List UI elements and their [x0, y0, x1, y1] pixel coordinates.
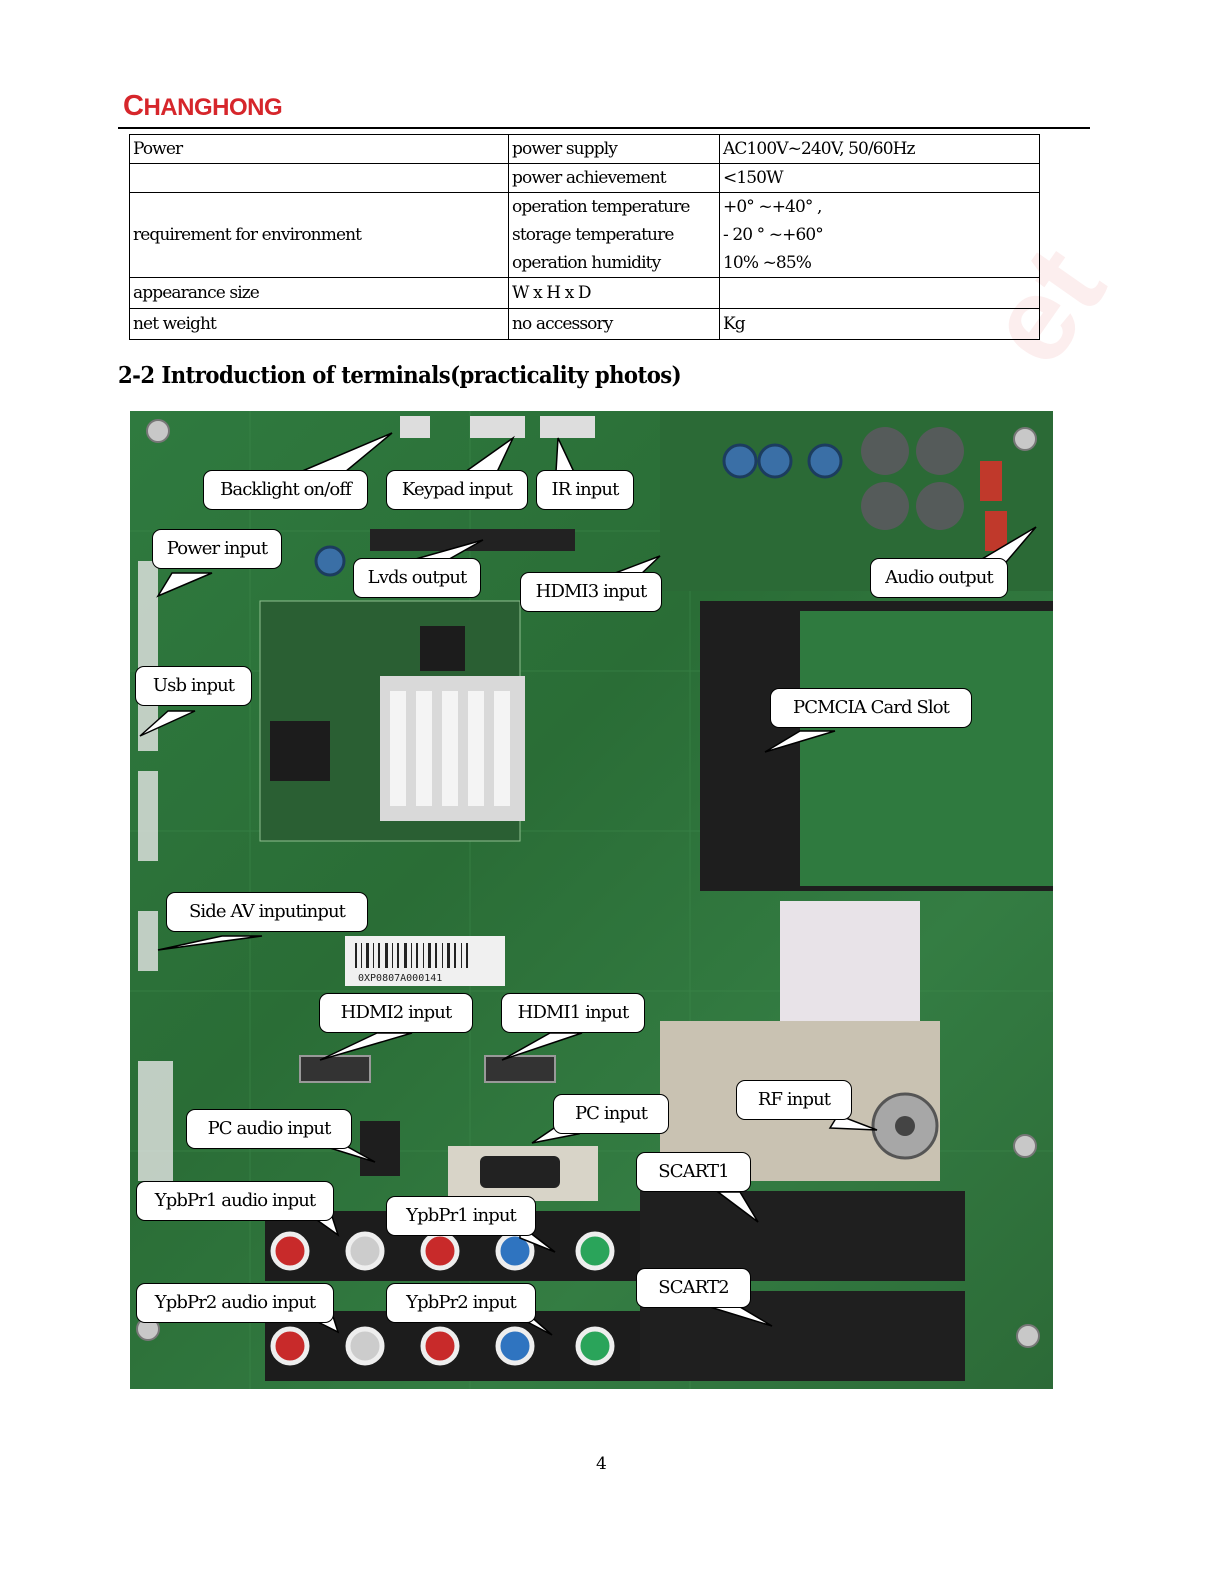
callout-ypbpr1-audio: YpbPr1 audio input — [136, 1181, 334, 1221]
callout-hdmi1: HDMI1 input — [501, 993, 645, 1033]
callout-ypbpr1: YpbPr1 input — [386, 1196, 536, 1236]
callout-keypad: Keypad input — [386, 470, 528, 510]
table-cell: power supply — [508, 134, 720, 164]
callout-backlight: Backlight on/off — [203, 470, 368, 510]
table-cell — [129, 163, 509, 193]
section-title: 2-2 Introduction of terminals(practicali… — [118, 362, 682, 389]
backlight-connector — [400, 416, 430, 438]
callout-lvds: Lvds output — [353, 558, 481, 598]
cell-line: storage temperature — [512, 225, 674, 245]
rca-row-2 — [270, 1326, 615, 1366]
table-cell: requirement for environment — [129, 192, 509, 278]
table-cell: W x H x D — [508, 277, 720, 309]
hdmi2-port — [299, 1055, 371, 1083]
spec-table: Power power supply AC100V~240V, 50/60Hz … — [129, 134, 1040, 340]
table-cell: Power — [129, 134, 509, 164]
table-cell: <150W — [719, 163, 1040, 193]
callout-usb: Usb input — [135, 666, 252, 706]
rca-row-1 — [270, 1231, 615, 1271]
inductor — [916, 427, 964, 475]
pcmcia-board — [800, 611, 1053, 886]
table-row: power achievement <150W — [129, 163, 1040, 193]
board-photo: 0XP0807A000141 — [130, 411, 1053, 1389]
callout-ypbpr2-audio: YpbPr2 audio input — [136, 1283, 334, 1323]
ribbon-cable — [780, 901, 920, 1031]
cell-line: +0° ~+40° , — [723, 197, 822, 217]
hdmi1-port — [484, 1055, 556, 1083]
table-cell: net weight — [129, 308, 509, 340]
ic-chip — [420, 626, 465, 671]
table-cell: AC100V~240V, 50/60Hz — [719, 134, 1040, 164]
callout-side-av: Side AV inputinput — [166, 892, 368, 932]
cell-line: - 20 ° ~+60° — [723, 225, 824, 245]
keypad-connector — [470, 416, 525, 438]
table-cell: +0° ~+40° , - 20 ° ~+60° 10% ~85% — [719, 192, 1040, 278]
table-row: net weight no accessory Kg — [129, 308, 1040, 340]
callout-audio-output: Audio output — [870, 558, 1008, 598]
usb-connector — [138, 771, 158, 861]
lvds-connector — [370, 529, 575, 551]
callout-scart2: SCART2 — [636, 1268, 751, 1308]
table-row: Power power supply AC100V~240V, 50/60Hz — [129, 134, 1040, 164]
capacitor — [314, 545, 346, 577]
table-cell: operation temperature storage temperatur… — [508, 192, 720, 278]
cell-line: operation temperature — [512, 197, 690, 217]
side-connector — [138, 1061, 173, 1181]
pc-audio-jack — [360, 1121, 400, 1176]
callout-ypbpr2: YpbPr2 input — [386, 1283, 536, 1323]
callout-ir: IR input — [536, 470, 634, 510]
inductor — [861, 427, 909, 475]
resistor — [980, 461, 1002, 501]
ic-chip — [270, 721, 330, 781]
table-cell: Kg — [719, 308, 1040, 340]
cell-line: 10% ~85% — [723, 253, 812, 273]
resistor — [985, 511, 1007, 551]
scart1-port — [640, 1191, 965, 1281]
callout-power: Power input — [152, 529, 282, 569]
logo-text: CHANGHONG — [123, 90, 283, 122]
sticker-serial: 0XP0807A000141 — [358, 973, 442, 984]
capacitor — [807, 443, 843, 479]
callout-pcmcia: PCMCIA Card Slot — [770, 688, 972, 728]
board-illustration: 0XP0807A000141 — [130, 411, 1053, 1389]
table-cell: power achievement — [508, 163, 720, 193]
inductor — [916, 482, 964, 530]
cell-line: operation humidity — [512, 253, 661, 273]
header-divider — [118, 127, 1090, 129]
table-cell: no accessory — [508, 308, 720, 340]
board-sticker — [345, 936, 505, 986]
callout-scart1: SCART1 — [636, 1152, 751, 1192]
brand-logo: CHANGHONG — [123, 90, 283, 123]
capacitor — [757, 443, 793, 479]
callout-hdmi3: HDMI3 input — [520, 572, 662, 612]
inductor — [861, 482, 909, 530]
side-av-connector — [138, 911, 158, 971]
callout-hdmi2: HDMI2 input — [319, 993, 473, 1033]
ir-connector — [540, 416, 595, 438]
page-number: 4 — [596, 1454, 607, 1474]
callout-pc-audio: PC audio input — [186, 1109, 352, 1149]
capacitor — [722, 443, 758, 479]
table-row: requirement for environment operation te… — [129, 192, 1040, 278]
callout-pc: PC input — [553, 1094, 669, 1134]
callout-rf: RF input — [736, 1080, 852, 1120]
